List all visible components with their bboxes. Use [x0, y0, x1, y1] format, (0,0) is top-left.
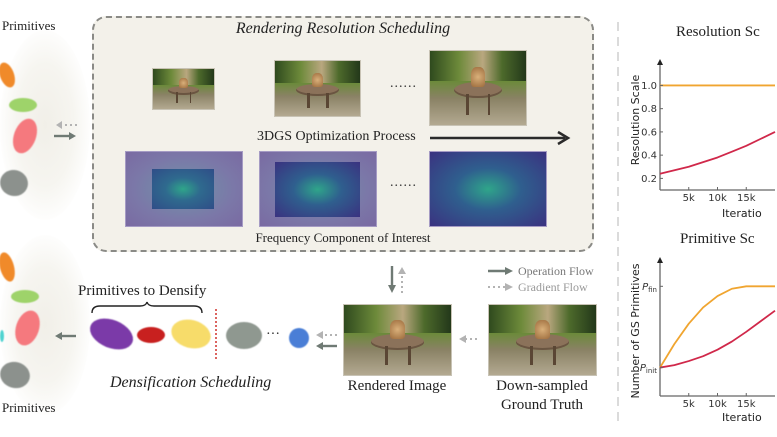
legend-operation-arrow: [488, 267, 513, 275]
primitive-ellipsis: ···: [266, 327, 280, 342]
chart1-title: Resolution Sc: [676, 24, 760, 40]
left-top-arrows: [54, 121, 77, 140]
chart1-resolution-scale: 5k 10k 15k 0.2 0.4 0.6 0.8 1.0: [641, 59, 776, 204]
y-tick-label-p_init: Pinit: [640, 363, 657, 375]
x-tick-label: 10k: [708, 399, 727, 410]
frequency-window-low: [152, 169, 214, 209]
primitive-blue: [289, 328, 309, 348]
panel-divider: [617, 22, 619, 422]
y-tick-label-p_fin: Pfin: [642, 282, 657, 294]
y-tick-label: 0.2: [641, 174, 657, 185]
legend-gradient-flow: Gradient Flow: [518, 280, 588, 294]
render-to-densify-arrows: [316, 331, 337, 350]
chart1-xlabel: Iteratio: [722, 207, 762, 220]
x-tick-label: 15k: [737, 193, 756, 204]
render-thumb-small: [152, 68, 215, 110]
render-thumb-full: [429, 50, 527, 126]
rendered-image-label: Rendered Image: [347, 378, 447, 394]
gradient-arrow-up: [398, 267, 406, 293]
y-tick-label: 0.4: [641, 151, 657, 162]
gradient-arrow-left: [56, 121, 77, 129]
legend-operation-flow: Operation Flow: [518, 264, 594, 278]
ground-truth-label-line1: Down-sampled: [496, 378, 588, 394]
frequency-component-label: Frequency Component of Interest: [255, 230, 431, 245]
primitives-top-label: Primitives: [2, 18, 56, 33]
gradient-arrow-gt-to-render: [459, 335, 477, 343]
densify-primitive-red: [137, 327, 165, 343]
densify-threshold-divider: [215, 309, 217, 361]
densify-primitive-purple: [85, 312, 138, 356]
optimization-process-arrow: [110, 130, 571, 146]
vertical-flow-arrows: [388, 266, 406, 293]
frequency-map-low: [125, 151, 243, 227]
chart2-title: Primitive Sc: [680, 231, 755, 247]
densify-brace: [91, 301, 203, 314]
rendering-box-title: Rendering Resolution Scheduling: [235, 20, 451, 37]
y-tick-label: 0.6: [641, 127, 657, 138]
frequency-window-mid: [275, 162, 360, 217]
primitive-ellipse-green: [9, 98, 37, 112]
primitive-gray: [226, 322, 262, 349]
chart2-xlabel: Iteratio: [722, 411, 762, 424]
primitives-bottom-label: Primitives: [2, 400, 56, 415]
gradient-arrow-left-small: [316, 331, 337, 339]
densify-primitive-yellow: [168, 315, 214, 353]
x-tick-label: 15k: [737, 399, 756, 410]
x-tick-label: 10k: [708, 193, 727, 204]
densification-scheduling-title: Densification Scheduling: [110, 374, 272, 391]
primitive-ellipse-cyan-b: [0, 330, 4, 342]
x-tick-label: 5k: [683, 399, 695, 410]
y-tick-label: 1.0: [641, 81, 657, 92]
frequency-map-mid: [259, 151, 377, 227]
series-line-scheduled: [659, 309, 776, 369]
y-axis-arrowhead: [657, 59, 663, 65]
y-tick-label: 0.8: [641, 104, 657, 115]
series-line-baseline: [659, 285, 775, 369]
y-axis-arrowhead: [657, 257, 663, 263]
series-line-scheduled: [659, 131, 776, 175]
primitives-to-densify-label: Primitives to Densify: [78, 283, 207, 299]
render-thumb-medium: [274, 60, 361, 117]
operation-arrow-right: [54, 132, 76, 140]
ground-truth-label-line2: Ground Truth: [500, 397, 584, 413]
frequency-map-full: [429, 151, 547, 227]
operation-arrow-left-small: [316, 342, 337, 350]
legend-gradient-arrow: [488, 283, 513, 291]
operation-arrow-down: [388, 266, 396, 293]
frequency-ellipsis: ......: [390, 175, 417, 190]
ground-truth-image: [488, 304, 597, 376]
x-tick-label: 5k: [683, 193, 695, 204]
densify-to-primitives-arrow: [55, 332, 76, 340]
rendered-image: [343, 304, 452, 376]
primitive-ellipse-green-b: [11, 290, 39, 303]
optimization-process-label: 3DGS Optimization Process: [254, 129, 419, 145]
render-ellipsis: ......: [390, 76, 417, 91]
